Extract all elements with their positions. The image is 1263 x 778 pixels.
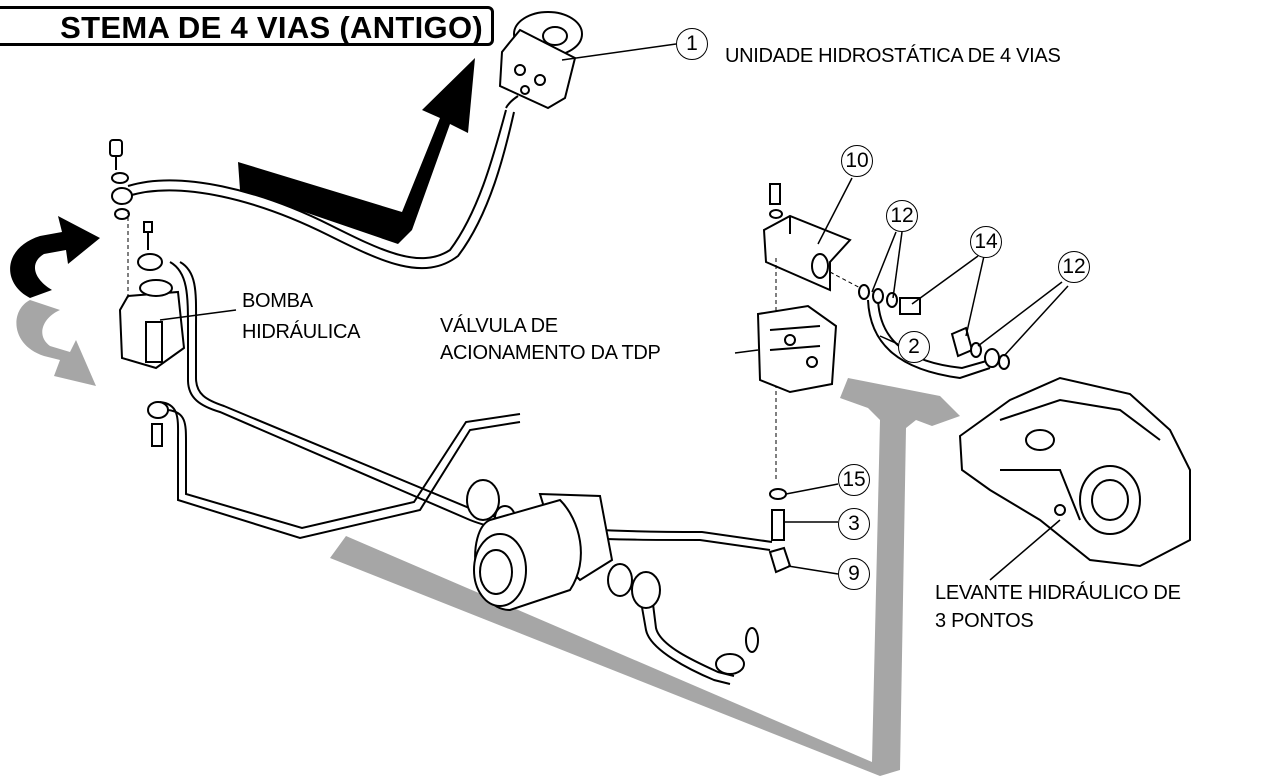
- leader-lift: [989, 519, 1061, 581]
- callout-2: 2: [898, 331, 930, 363]
- flow-arrow-black: [238, 58, 475, 244]
- lift-housing: [958, 376, 1191, 568]
- label-pump-line2: HIDRÁULICA: [242, 321, 361, 343]
- callout-10: 10: [841, 145, 873, 177]
- callout-3: 3: [838, 508, 870, 540]
- steering-unit: [498, 11, 583, 110]
- label-pump-line1: BOMBA: [242, 290, 313, 312]
- callout-12-b: 12: [1058, 251, 1090, 283]
- leader-15: [785, 483, 839, 495]
- rotation-arrow-grey: [16, 300, 97, 386]
- page-title: STEMA DE 4 VIAS (ANTIGO): [60, 10, 483, 45]
- leader-10: [817, 177, 853, 245]
- label-lift-line2: 3 PONTOS: [935, 610, 1034, 632]
- fittings-lower: [768, 488, 792, 574]
- callout-12-a: 12: [886, 200, 918, 232]
- tubes: [127, 109, 991, 685]
- callout-1: 1: [676, 28, 708, 60]
- dashed-link: [829, 271, 865, 291]
- label-valve-line1: VÁLVULA DE: [440, 315, 558, 337]
- orings: [858, 284, 1010, 370]
- leader-valve: [734, 349, 759, 354]
- oil-filter: [466, 479, 759, 675]
- pump-fittings: [109, 139, 169, 447]
- flow-arrow-grey: [330, 378, 960, 776]
- leaders-right: [871, 231, 1069, 357]
- callout-15: 15: [838, 464, 870, 496]
- pto-valve: [756, 304, 838, 394]
- rotation-arrow-black: [10, 216, 100, 298]
- leader-pump: [159, 309, 237, 321]
- callout-9: 9: [838, 558, 870, 590]
- label-lift-line1: LEVANTE HIDRÁULICO DE: [935, 582, 1181, 604]
- callout-14: 14: [970, 226, 1002, 258]
- label-unit: UNIDADE HIDROSTÁTICA DE 4 VIAS: [725, 45, 1061, 67]
- title-box: STEMA DE 4 VIAS (ANTIGO): [0, 6, 494, 46]
- leader-9: [787, 565, 839, 575]
- label-valve-line2: ACIONAMENTO DA TDP: [440, 342, 661, 364]
- leader-1: [561, 43, 677, 61]
- valve-block-10: [762, 183, 852, 292]
- hydraulic-pump: [118, 279, 186, 370]
